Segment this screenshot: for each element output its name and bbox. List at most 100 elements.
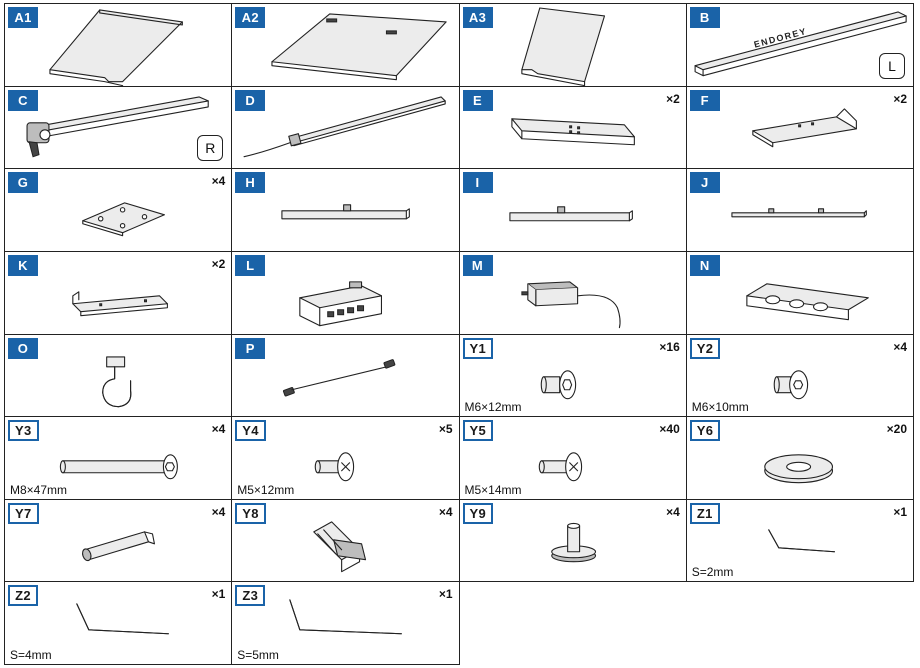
part-cell-y6: Y6×20 <box>686 417 914 500</box>
part-label: A3 <box>462 7 493 28</box>
part-cell-y7: Y7 ×4 <box>5 499 233 583</box>
part-quantity: ×4 <box>666 504 680 519</box>
countersunk-bolt-icon <box>687 335 913 417</box>
washer-icon <box>687 417 913 499</box>
part-cell-a1: A1 <box>5 4 233 87</box>
cable-hook-icon <box>5 335 231 417</box>
part-label: J <box>689 172 720 194</box>
part-label: P <box>235 337 266 359</box>
connection-cable-icon <box>232 335 458 417</box>
part-spec: S=5mm <box>237 648 279 662</box>
part-cell-d: D <box>232 86 460 170</box>
part-spec: M6×10mm <box>691 400 749 415</box>
part-quantity: ×20 <box>886 422 907 437</box>
part-label: M <box>462 254 493 276</box>
part-spec: M5×12mm <box>237 482 295 497</box>
part-label: Z3 <box>235 585 266 607</box>
part-cell-m: M <box>459 251 687 335</box>
angle-bracket-icon <box>5 252 231 334</box>
part-label: H <box>235 172 266 194</box>
part-quantity: ×2 <box>211 256 226 271</box>
hex-bolt-icon <box>460 335 686 417</box>
part-label: Y9 <box>462 502 494 524</box>
leveling-foot-icon <box>460 500 686 582</box>
part-label: Y7 <box>8 502 39 524</box>
part-label: Y1 <box>462 337 494 359</box>
part-quantity: ×2 <box>666 91 680 106</box>
empty-cell <box>687 582 914 665</box>
desktop-panel-middle-icon <box>232 4 458 86</box>
part-spec: S=2mm <box>691 565 734 580</box>
right-beam-with-motor-icon <box>5 87 231 169</box>
part-label: Y3 <box>8 420 39 442</box>
part-cell-a3: A3 <box>459 4 687 87</box>
side-indicator: L <box>879 52 905 79</box>
part-cell-l: L <box>232 251 460 335</box>
empty-cell <box>460 582 687 665</box>
part-cell-f: F×2 <box>686 86 914 170</box>
part-label: A2 <box>235 7 266 28</box>
part-spec: M8×47mm <box>10 482 68 497</box>
part-quantity: ×40 <box>659 422 680 437</box>
part-label: Y5 <box>462 420 494 442</box>
part-spec: M6×12mm <box>464 400 522 415</box>
part-label: K <box>8 254 38 276</box>
part-quantity: ×1 <box>211 587 226 602</box>
part-label: Y8 <box>235 502 266 524</box>
part-label: Z1 <box>689 502 720 524</box>
hex-key-small-icon <box>687 500 913 582</box>
hex-key-medium-icon <box>5 582 231 664</box>
part-label: Y4 <box>235 420 266 442</box>
part-quantity: ×1 <box>438 587 453 602</box>
part-cell-y8: Y8×4 <box>232 499 460 583</box>
part-cell-k: K ×2 <box>5 251 233 335</box>
part-label: D <box>235 89 266 111</box>
channel-bar-i-icon <box>460 169 686 251</box>
crossbar-with-cable-icon <box>232 87 458 169</box>
channel-bar-j-icon <box>687 169 913 251</box>
part-label: B <box>689 7 720 28</box>
cable-tray-icon <box>687 252 913 334</box>
part-label: G <box>8 172 38 194</box>
long-bolt-icon <box>5 417 231 499</box>
side-bracket-icon <box>687 87 913 169</box>
power-adapter-icon <box>460 252 686 334</box>
part-quantity: ×2 <box>893 91 907 106</box>
part-quantity: ×4 <box>211 174 226 189</box>
part-label: Y2 <box>689 337 721 359</box>
desktop-panel-right-icon <box>460 4 686 86</box>
part-quantity: ×1 <box>893 504 907 519</box>
part-quantity: ×4 <box>211 504 226 519</box>
part-label: O <box>8 337 38 359</box>
part-cell-n: N <box>686 251 914 335</box>
part-label: N <box>689 254 720 276</box>
desktop-panel-left-icon <box>5 4 231 86</box>
part-cell-h: H <box>232 169 460 252</box>
part-cell-i: I <box>459 169 687 252</box>
part-label: E <box>462 89 493 111</box>
foot-icon <box>460 87 686 169</box>
part-quantity: ×4 <box>211 422 226 437</box>
part-cell-y9: Y9 ×4 <box>459 499 687 583</box>
part-label: L <box>235 254 266 276</box>
part-label: I <box>462 172 493 194</box>
anchor-sleeve-icon <box>5 500 231 582</box>
part-cell-g: G ×4 <box>5 169 233 252</box>
part-cell-o: O <box>5 334 233 418</box>
part-cell-e: E ×2 <box>459 86 687 170</box>
part-label: Z2 <box>8 585 38 607</box>
part-label: C <box>8 89 38 111</box>
part-cell-p: P <box>232 334 460 418</box>
cable-clip-icon <box>232 500 458 582</box>
part-quantity: ×4 <box>893 339 907 354</box>
